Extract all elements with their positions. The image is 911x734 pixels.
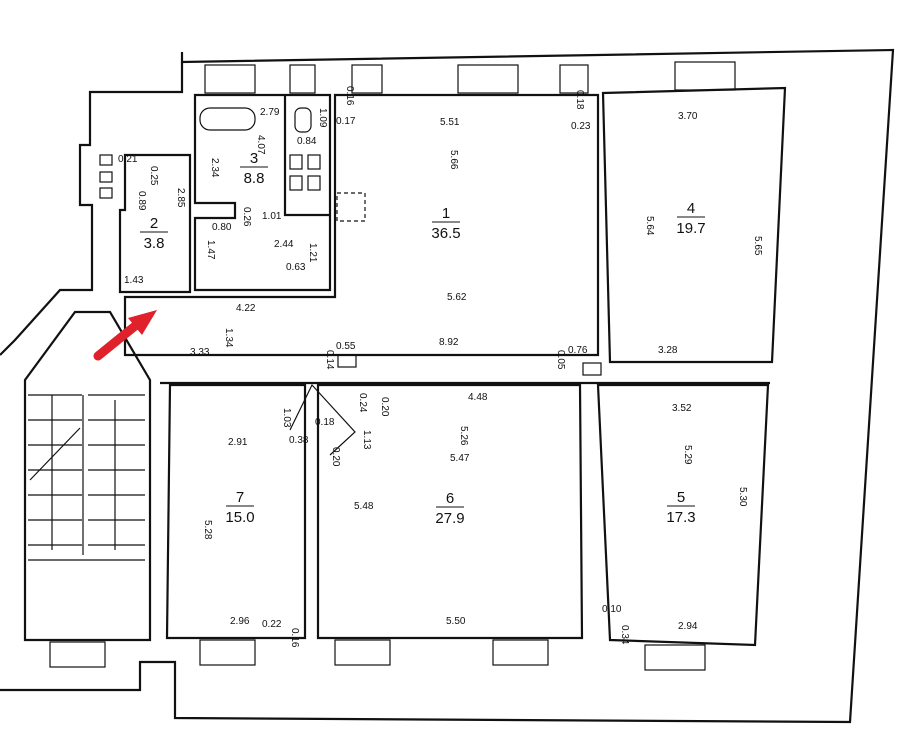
dimension-label: 2.96 [230,616,250,627]
dimension-label: 5.66 [448,150,459,170]
dimension-label: 0.16 [344,86,355,106]
dimension-label: 0.20 [379,397,390,417]
dimension-label: 0.18 [574,90,585,110]
room-area: 17.3 [666,509,695,526]
dimension-label: 0.63 [286,262,306,273]
room-area: 3.8 [144,235,165,252]
dimension-label: 0.38 [289,435,309,446]
dimension-label: 0.84 [297,136,317,147]
dimension-label: 4.07 [255,135,266,155]
dimension-label: 4.22 [236,303,256,314]
dimension-label: 2.79 [260,107,280,118]
dimension-label: 0.26 [241,207,252,227]
dimension-label: 0.10 [602,604,622,615]
red-arrow [93,310,157,361]
dimension-label: 1.47 [205,240,216,260]
dimension-label: 5.28 [202,520,213,540]
dimension-label: 5.26 [458,426,469,446]
dimension-label: 2.44 [274,239,294,250]
dimension-label: 0.34 [619,625,630,645]
dimension-label: 5.47 [450,453,470,464]
dimension-label: 4.48 [468,392,488,403]
dimension-label: 0.25 [148,166,159,186]
dimension-label: 2.91 [228,437,248,448]
dimension-label: 1.34 [223,328,234,348]
dimension-label: 3.28 [658,345,678,356]
walls [0,48,895,724]
dimension-label: 0.89 [136,191,147,211]
dimension-label: 1.43 [124,275,144,286]
dimension-label: 8.92 [439,337,459,348]
dimension-label: 0.14 [324,350,335,370]
dimension-label: 2.34 [209,158,220,178]
dimension-label: 3.70 [678,111,698,122]
dimension-label: 0.76 [568,345,588,356]
dimension-label: 1.13 [361,430,372,450]
room-number: 1 [442,205,450,222]
dimension-label: 1.21 [307,243,318,263]
dimension-label: 5.48 [354,501,374,512]
dimension-label: 2.94 [678,621,698,632]
room-number: 5 [677,489,685,506]
dimension-label: 0.16 [289,628,300,648]
room-number: 6 [446,490,454,507]
dimension-label: 0.80 [212,222,232,233]
dimension-label: 0.21 [118,154,138,165]
dimension-label: 5.65 [752,236,763,256]
dimension-label: 2.85 [175,188,186,208]
dimension-label: 0.23 [571,121,591,132]
room-number: 2 [150,215,158,232]
dimension-label: 5.29 [682,445,693,465]
dimension-label: 3.33 [190,347,210,358]
room-area: 15.0 [225,509,254,526]
dimension-label: 5.62 [447,292,467,303]
dimension-label: 1.01 [262,211,282,222]
room-area: 8.8 [244,170,265,187]
dimension-label: 5.50 [446,616,466,627]
dimension-label: 0.17 [336,116,356,127]
dimension-label: 0.20 [330,447,341,467]
dimension-label: 0.05 [555,350,566,370]
dimension-label: 0.55 [336,341,356,352]
dimension-label: 0.22 [262,619,282,630]
room-area: 36.5 [431,225,460,242]
dimension-label: 5.64 [644,216,655,236]
dimension-label: 1.09 [317,108,328,128]
dimension-label: 0.24 [357,393,368,413]
dimension-label: 0.18 [315,417,335,428]
dimension-label: 5.51 [440,117,460,128]
room-number: 4 [687,200,695,217]
room-area: 27.9 [435,510,464,527]
room-area: 19.7 [676,220,705,237]
dimension-label: 3.52 [672,403,692,414]
room-number: 3 [250,150,258,167]
dimension-label: 1.03 [281,408,292,428]
room-number: 7 [236,489,244,506]
dimension-label: 5.30 [737,487,748,507]
